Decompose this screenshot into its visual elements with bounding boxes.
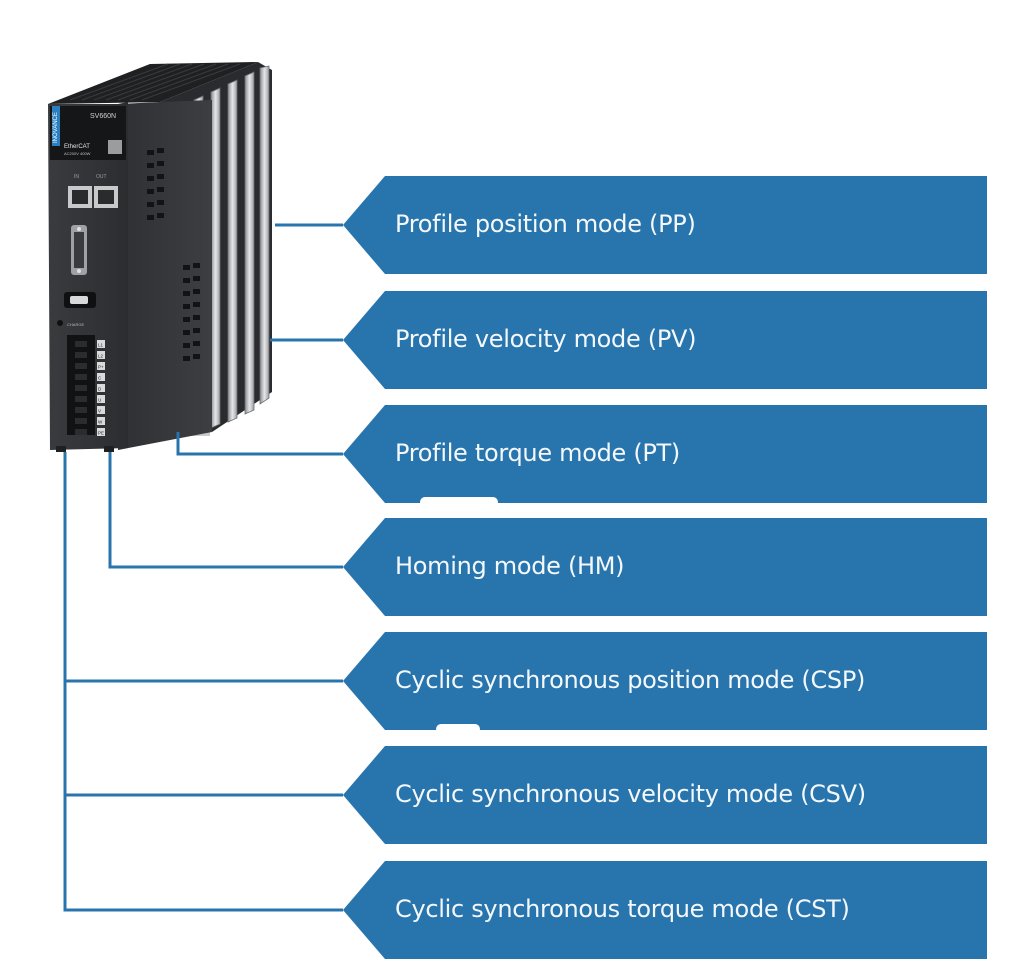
mode-banner-hm bbox=[343, 518, 987, 616]
terminal-tag bbox=[97, 417, 105, 425]
connector-pt bbox=[176, 432, 343, 456]
device-side-vents bbox=[147, 148, 200, 361]
mode-banner-pt bbox=[343, 405, 987, 503]
ethernet-port-out bbox=[94, 186, 118, 208]
mode-banner-pv bbox=[343, 291, 987, 389]
mode-label-pp: Profile position mode (PP) bbox=[395, 210, 696, 238]
ethernet-port-in bbox=[68, 186, 92, 208]
usb-port bbox=[64, 292, 96, 308]
mode-label-pt: Profile torque mode (PT) bbox=[395, 439, 680, 467]
terminal-pin bbox=[75, 374, 87, 380]
terminal-tag bbox=[97, 373, 105, 381]
terminal-label: U bbox=[98, 398, 101, 403]
terminal-pin bbox=[75, 407, 87, 413]
device-foot-left bbox=[56, 446, 66, 452]
terminal-pin bbox=[75, 341, 87, 347]
terminal-tag bbox=[97, 395, 105, 403]
mode-banner-csp bbox=[343, 632, 987, 730]
charge-label: CHARGE bbox=[67, 322, 84, 327]
terminal-label: L1 bbox=[98, 343, 104, 348]
mode-banner-csv bbox=[343, 746, 987, 844]
mode-label-pv: Profile velocity mode (PV) bbox=[395, 325, 697, 353]
terminal-tag bbox=[97, 340, 105, 348]
device-foot-right bbox=[104, 446, 114, 452]
terminal-tag bbox=[97, 351, 105, 359]
connector-lines bbox=[63, 223, 343, 912]
terminal-tag bbox=[97, 428, 105, 436]
terminal-pin bbox=[75, 385, 87, 391]
device-brand: INOVANCE bbox=[53, 112, 59, 143]
port-out-label: OUT bbox=[96, 174, 107, 180]
terminal-tag bbox=[97, 362, 105, 370]
terminal-tag bbox=[97, 406, 105, 414]
terminal-pin bbox=[75, 396, 87, 402]
terminal-label: PE bbox=[98, 431, 104, 436]
device-side-panel bbox=[118, 100, 212, 450]
port-in-label: IN bbox=[74, 174, 79, 180]
terminal-label: W bbox=[98, 420, 103, 425]
mode-banner-cst bbox=[343, 861, 987, 959]
terminal-label: C bbox=[98, 376, 102, 381]
connector-hm bbox=[108, 452, 343, 569]
terminal-label: D bbox=[98, 387, 102, 392]
serial-connector bbox=[71, 225, 87, 275]
terminal-pin bbox=[75, 352, 87, 358]
terminal-label: L2 bbox=[98, 354, 104, 359]
mode-label-csv: Cyclic synchronous velocity mode (CSV) bbox=[395, 780, 866, 808]
terminal-pin bbox=[75, 418, 87, 424]
charge-led bbox=[57, 320, 63, 326]
mode-banners bbox=[343, 176, 987, 959]
terminal-label: V bbox=[98, 409, 101, 414]
device-rating: AC200V 400W bbox=[64, 151, 91, 156]
device-top-vents bbox=[69, 63, 241, 101]
terminal-label: P+ bbox=[98, 365, 104, 370]
mode-label-cst: Cyclic synchronous torque mode (CST) bbox=[395, 895, 850, 923]
mode-label-csp: Cyclic synchronous position mode (CSP) bbox=[395, 666, 866, 694]
connector-cst bbox=[63, 452, 343, 912]
mode-banner-pp bbox=[343, 176, 987, 274]
qr-code bbox=[108, 140, 122, 154]
device-bus-label: EtherCAT bbox=[64, 144, 90, 150]
mode-label-hm: Homing mode (HM) bbox=[395, 552, 625, 580]
brand-stripe bbox=[52, 106, 60, 146]
terminal-pin bbox=[75, 363, 87, 369]
terminal-pin bbox=[75, 429, 87, 435]
banner-notch bbox=[436, 724, 480, 734]
servo-drive-image: INOVANCE SV660N EtherCAT AC200V 400W IN … bbox=[48, 62, 272, 452]
device-model: SV660N bbox=[90, 113, 116, 120]
banner-notch bbox=[420, 497, 498, 507]
terminal-tag bbox=[97, 384, 105, 392]
